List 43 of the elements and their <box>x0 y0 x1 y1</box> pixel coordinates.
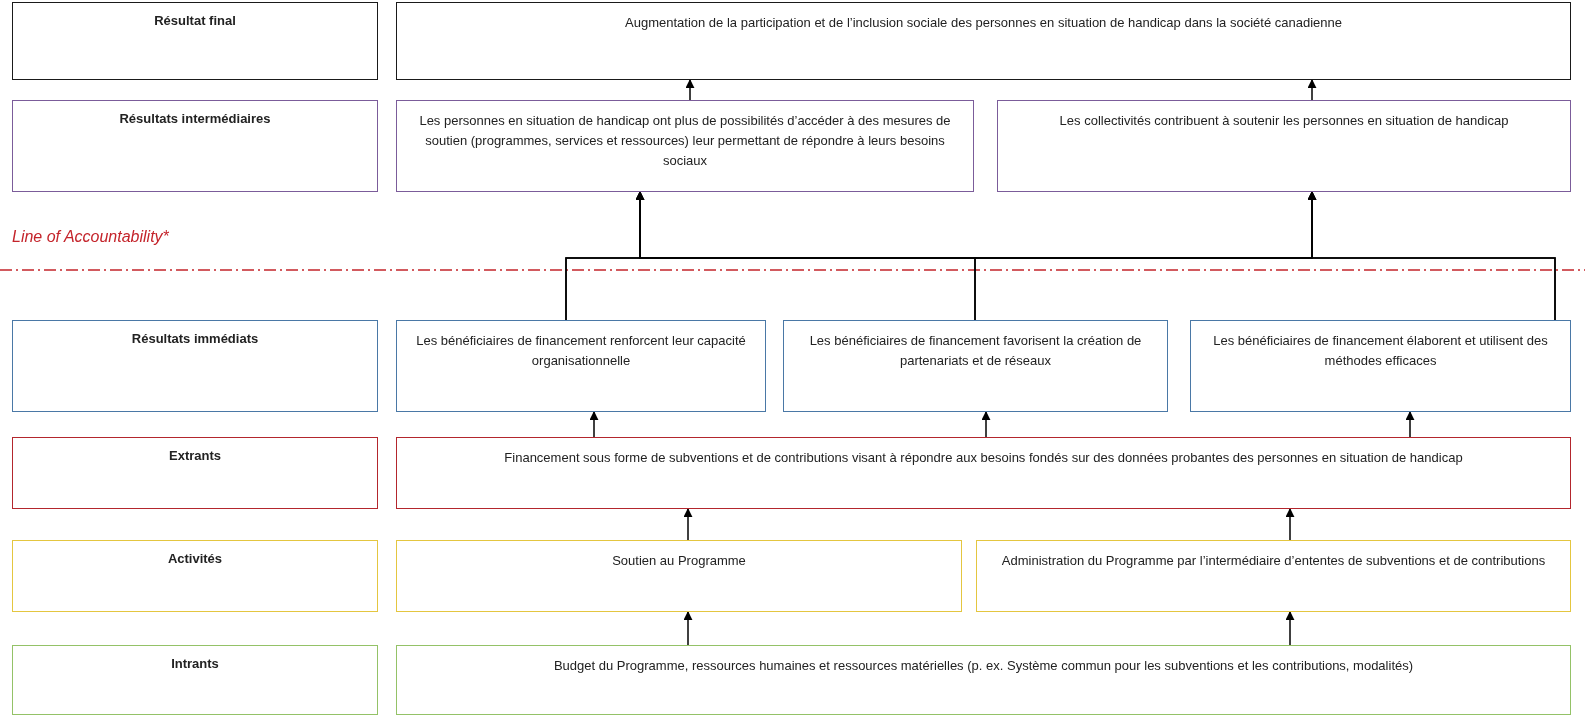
outcome-box <box>396 540 962 612</box>
box-text: Budget du Programme, ressources humaines et ressources matérielles (p. ex. Système commun pour les subventions et les contributions, modalités) <box>553 657 1414 675</box>
level-box <box>12 100 378 192</box>
level-label: Extrants <box>169 447 221 465</box>
arrow <box>685 79 695 101</box>
arrow <box>981 411 991 438</box>
arrow <box>683 508 693 541</box>
level-box <box>12 645 378 715</box>
arrow <box>683 611 693 646</box>
level-label: Intrants <box>171 655 219 673</box>
box-text: Administration du Programme par l’intermédiaire d’ententes de subventions et de contributions <box>1001 552 1546 570</box>
level-label: Résultat final <box>154 12 236 30</box>
box-text: Financement sous forme de subventions et de contributions visant à répondre aux besoins fondés sur des données probantes des personnes en situation de handicap <box>504 449 1463 467</box>
level-label: Résultats intermédiaires <box>119 110 271 128</box>
outcome-box <box>396 100 974 192</box>
box-text: Les bénéficiaires de financement renforcent leur capacité organisationnelle <box>415 332 747 371</box>
level-box <box>12 540 378 612</box>
level-box <box>12 437 378 509</box>
outcome-box <box>396 437 1571 509</box>
arrow <box>1285 611 1295 646</box>
level-box <box>12 2 378 80</box>
box-text: Augmentation de la participation et de l’inclusion sociale des personnes en situation de handicap dans la société canadienne <box>625 14 1342 32</box>
level-label: Activités <box>167 550 223 568</box>
level-box <box>12 320 378 412</box>
arrow <box>1307 79 1317 101</box>
box-text: Les bénéficiaires de financement favorisent la création de partenariats et de réseaux <box>808 332 1143 371</box>
outcome-box <box>783 320 1168 412</box>
arrow <box>1405 411 1415 438</box>
outcome-box <box>976 540 1571 612</box>
arrow <box>1285 508 1295 541</box>
level-label: Résultats immédiats <box>131 330 259 348</box>
accountability-label: Line of Accountability* <box>12 228 169 246</box>
outcome-box <box>997 100 1571 192</box>
outcome-box <box>396 2 1571 80</box>
outcome-box <box>1190 320 1571 412</box>
outcome-box <box>396 645 1571 715</box>
box-text: Les personnes en situation de handicap ont plus de possibilités d’accéder à des mesures de soutien (programmes, services et ressources) leur permettant de répondre à leurs besoins sociaux <box>418 112 952 171</box>
box-text: Les collectivités contribuent à soutenir les personnes en situation de handicap <box>1059 112 1509 130</box>
arrow <box>589 411 599 438</box>
box-text: Soutien au Programme <box>612 552 746 570</box>
outcome-box <box>396 320 766 412</box>
arrow <box>1307 191 1556 321</box>
box-text: Les bénéficiaires de financement élaborent et utilisent des méthodes efficaces <box>1212 332 1549 371</box>
